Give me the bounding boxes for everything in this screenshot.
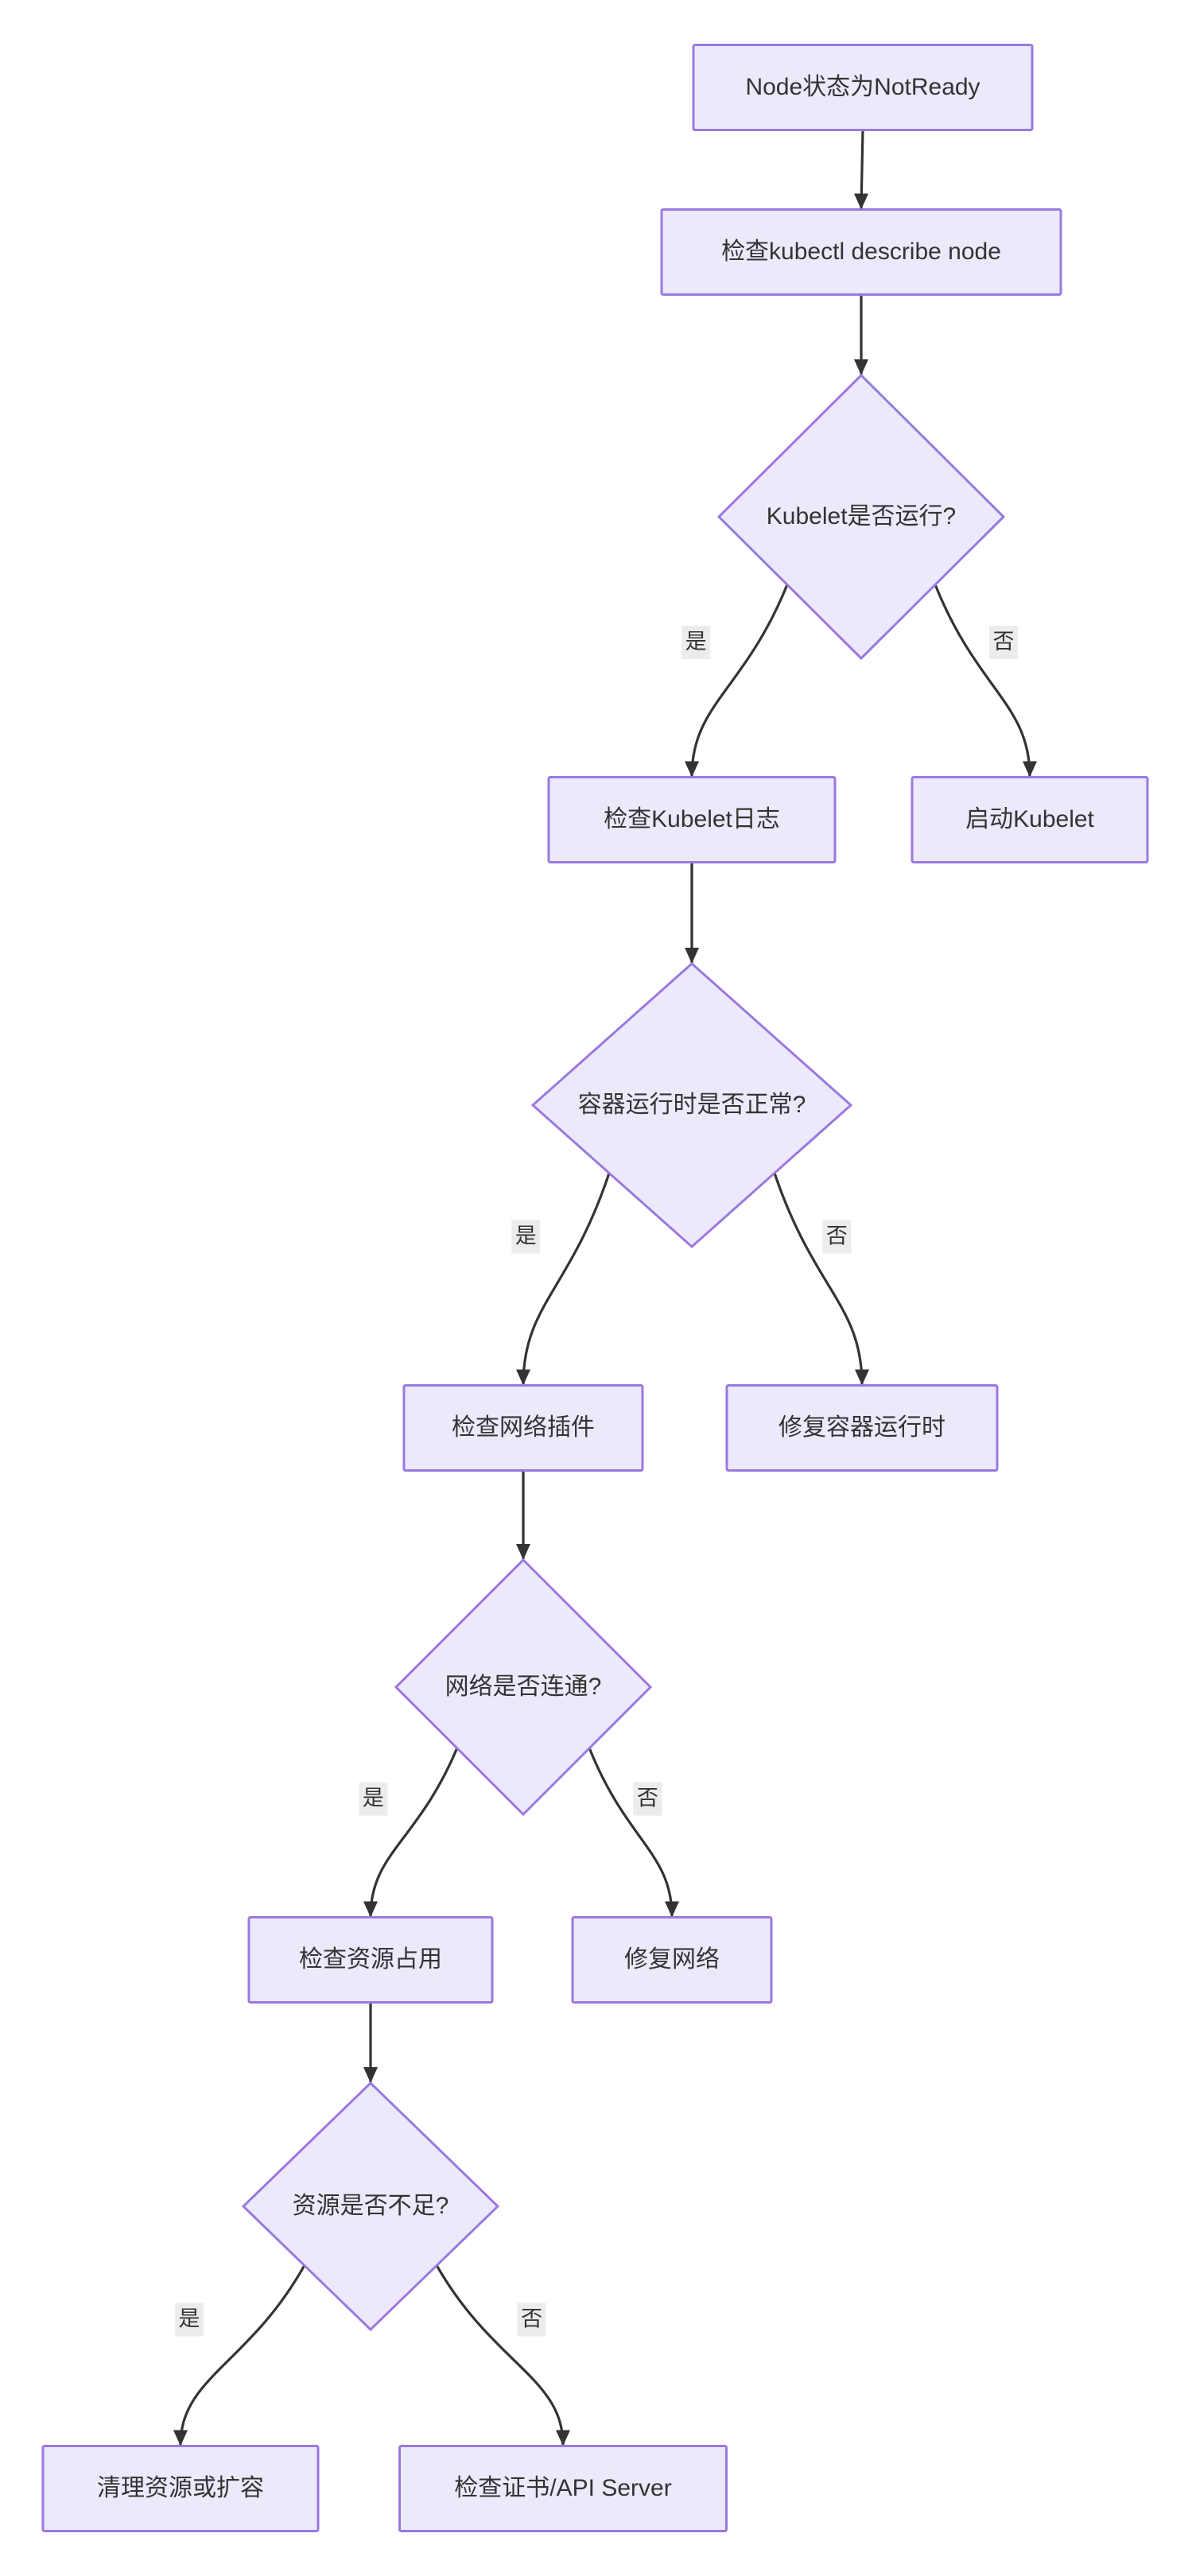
flow-node-n9[interactable]: 网络是否连通? [394, 1558, 653, 1817]
flow-node-label: 检查kubectl describe node [721, 239, 1001, 265]
edge-n3-to-n4 [690, 584, 789, 777]
edge-arrowhead [854, 193, 868, 210]
process-shape [725, 1384, 999, 1472]
edge-label-text: 否 [826, 1224, 848, 1248]
edge-arrowhead [516, 1544, 530, 1560]
edge-arrowhead [854, 359, 868, 375]
edge-n6-to-n7 [522, 1172, 611, 1385]
decision-shape [394, 1558, 653, 1817]
decision-shape [530, 961, 853, 1249]
edge-label: 否 [517, 2302, 546, 2337]
edge-label: 是 [681, 626, 711, 660]
flow-node-label: 检查资源占用 [299, 1946, 442, 1973]
process-shape [547, 776, 837, 863]
edge-arrowhead [516, 1369, 530, 1386]
decision-shape [241, 2081, 500, 2332]
process-shape [660, 208, 1062, 296]
flow-node-label: 检查证书/API Server [454, 2475, 671, 2501]
edge-arrowhead [685, 761, 699, 778]
flow-node-n1[interactable]: Node状态为NotReady [692, 44, 1034, 131]
edge-label-text: 是 [363, 1787, 384, 1810]
flow-node-label: 检查Kubelet日志 [604, 806, 780, 832]
edge-arrowhead [685, 948, 699, 964]
flow-node-n5[interactable]: 启动Kubelet [911, 776, 1149, 863]
decision-shape [716, 373, 1006, 661]
flow-node-label: Node状态为NotReady [745, 74, 980, 100]
edge-label: 否 [633, 1782, 662, 1816]
edge-label-background [822, 1220, 852, 1254]
edge-label: 是 [511, 1220, 541, 1254]
flow-node-n12[interactable]: 资源是否不足? [241, 2081, 500, 2332]
edge-label-background [633, 1782, 662, 1816]
edge-label-text: 否 [637, 1787, 658, 1810]
flow-node-n14[interactable]: 检查证书/API Server [398, 2445, 728, 2532]
flow-node-n2[interactable]: 检查kubectl describe node [660, 208, 1062, 296]
edge-label-background [681, 626, 711, 660]
edge-label-background [988, 626, 1018, 660]
edge-n3-to-n5 [934, 584, 1031, 777]
edge-label: 否 [822, 1220, 852, 1254]
edge-arrowhead [1023, 761, 1037, 778]
process-shape [911, 776, 1149, 863]
edges-layer [173, 130, 1037, 2446]
flow-node-label: 网络是否连通? [445, 1674, 602, 1700]
flow-node-label: 清理资源或扩容 [97, 2475, 264, 2501]
edge-n9-to-n10 [369, 1748, 459, 1917]
flow-node-label: 修复网络 [624, 1946, 720, 1973]
edge-label-text: 是 [178, 2307, 200, 2331]
process-shape [398, 2445, 728, 2532]
edge-arrowhead [556, 2430, 570, 2446]
edge-arrowhead [363, 2067, 378, 2083]
edge-label-text: 否 [992, 630, 1014, 654]
edge-labels-layer: 是否是否是否是否 [174, 626, 1018, 2337]
edge-label-background [359, 1782, 388, 1816]
flow-node-n11[interactable]: 修复网络 [571, 1916, 773, 2004]
edge-label-text: 是 [685, 630, 707, 654]
edge-label-text: 是 [515, 1224, 537, 1248]
flow-node-n8[interactable]: 修复容器运行时 [725, 1384, 999, 1472]
edge-label-background [511, 1220, 541, 1254]
edge-arrowhead [363, 1901, 378, 1918]
process-shape [692, 44, 1034, 131]
process-shape [247, 1916, 494, 2004]
process-shape [402, 1384, 644, 1472]
flow-node-label: 资源是否不足? [293, 2193, 449, 2219]
flow-node-n3[interactable]: Kubelet是否运行? [716, 373, 1006, 661]
edge-label-background [517, 2302, 546, 2337]
flow-node-n6[interactable]: 容器运行时是否正常? [530, 961, 853, 1249]
edge-label-text: 否 [521, 2307, 542, 2331]
flow-node-n7[interactable]: 检查网络插件 [402, 1384, 644, 1472]
edge-arrowhead [173, 2430, 188, 2446]
flow-node-label: 容器运行时是否正常? [578, 1092, 806, 1118]
flow-node-n13[interactable]: 清理资源或扩容 [41, 2445, 320, 2532]
edge-label: 否 [988, 626, 1018, 660]
flow-node-label: 启动Kubelet [965, 806, 1094, 832]
process-shape [571, 1916, 773, 2004]
flow-node-label: 修复容器运行时 [778, 1414, 945, 1441]
edge-arrowhead [855, 1369, 869, 1386]
edge-label-background [174, 2302, 204, 2337]
flow-node-label: Kubelet是否运行? [767, 503, 956, 530]
edge-n6-to-n8 [773, 1172, 864, 1385]
edge-label: 是 [359, 1782, 388, 1816]
edge-n9-to-n11 [588, 1748, 674, 1917]
flow-node-n10[interactable]: 检查资源占用 [247, 1916, 494, 2004]
process-shape [41, 2445, 320, 2532]
edge-label: 是 [174, 2302, 204, 2337]
edge-n12-to-n13 [179, 2264, 306, 2446]
flow-node-n4[interactable]: 检查Kubelet日志 [547, 776, 837, 863]
edge-n12-to-n14 [435, 2264, 565, 2446]
edge-arrowhead [665, 1901, 679, 1918]
flow-node-label: 检查网络插件 [452, 1414, 595, 1441]
nodes-layer: Node状态为NotReady 检查kubectl describe nodeKu… [41, 44, 1149, 2532]
